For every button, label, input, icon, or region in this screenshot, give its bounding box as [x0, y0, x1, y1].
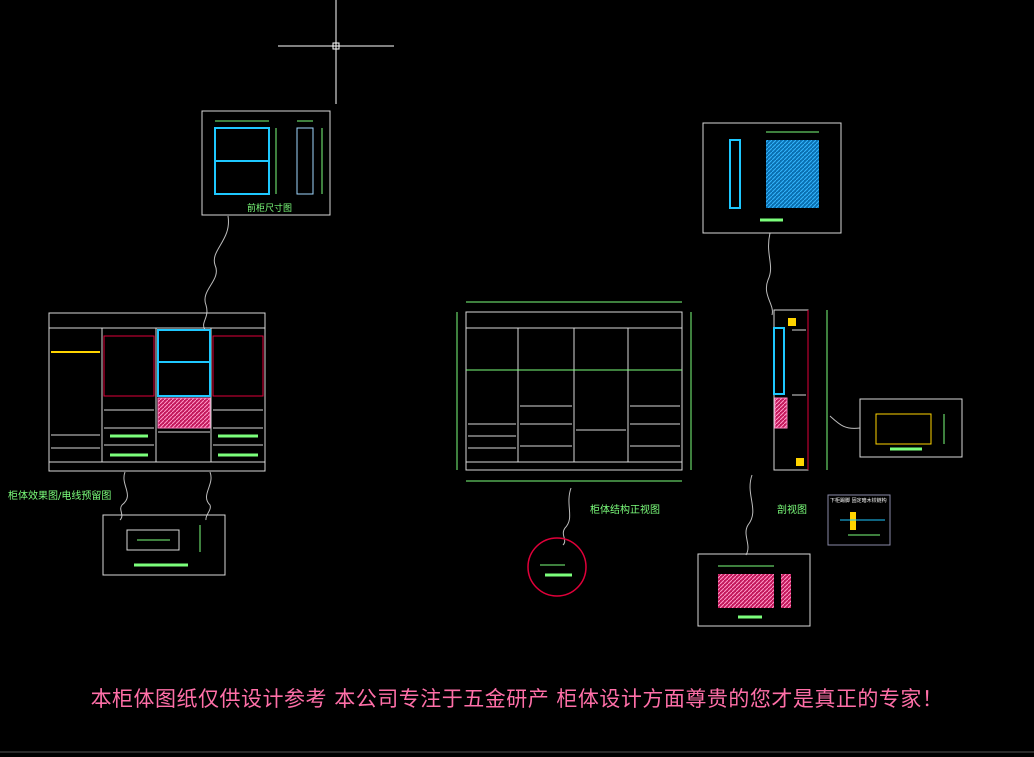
cabinet-structure-front-view[interactable] [456, 301, 692, 482]
section-view-label: 剖视图 [777, 505, 807, 516]
front-cabinet-size-box[interactable] [201, 110, 331, 216]
drawer-detail-box[interactable] [859, 398, 963, 458]
cabinet-effect-label: 柜体效果图/电线预留图 [8, 491, 112, 502]
hinge-detail-box[interactable] [827, 494, 891, 546]
detail-callout-circle[interactable] [527, 537, 587, 597]
structure-front-view-label: 柜体结构正视图 [590, 505, 660, 516]
leader-lines [119, 215, 861, 556]
kickboard-detail-box[interactable] [697, 553, 811, 627]
disclaimer-banner: 本柜体图纸仅供设计参考 本公司专注于五金研产 柜体设计方面尊贵的您才是真正的专家… [90, 687, 944, 711]
front-cabinet-size-label: 前柜尺寸图 [247, 204, 293, 214]
section-view[interactable] [773, 309, 828, 471]
handle-detail-box[interactable] [102, 514, 226, 576]
door-panel-detail-box[interactable] [702, 122, 842, 234]
crosshair-cursor [278, 0, 394, 104]
hinge-detail-note: 下柜踢脚 固定暗木铰链构 [830, 498, 887, 504]
cabinet-effect-drawing[interactable] [48, 312, 266, 472]
